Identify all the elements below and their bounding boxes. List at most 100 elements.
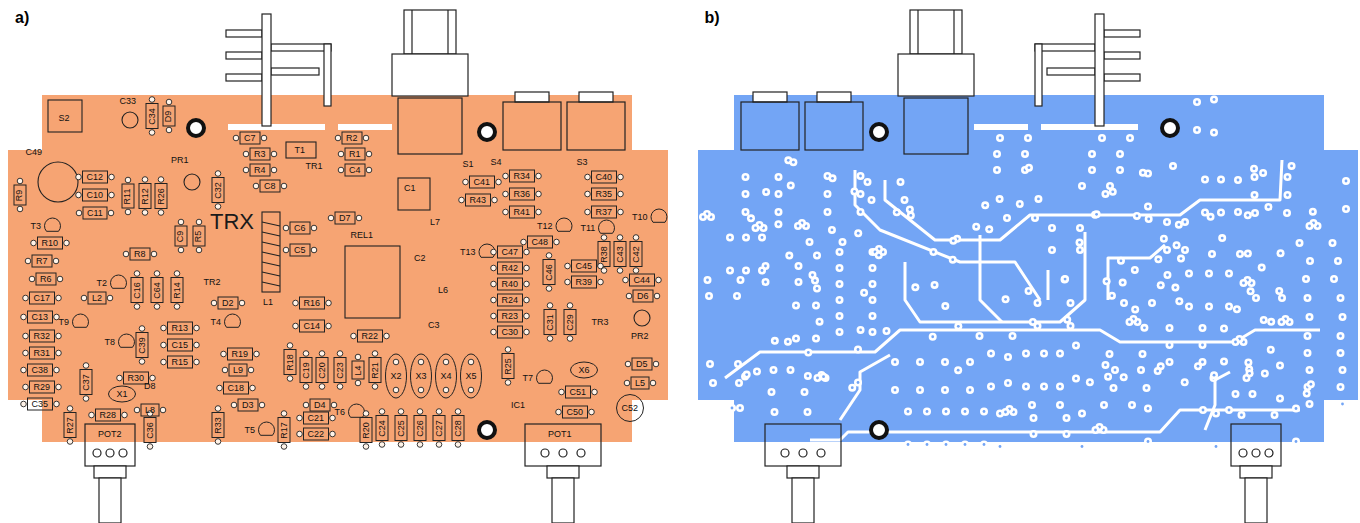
solder-pad (287, 343, 293, 349)
solder-pad (1063, 316, 1071, 324)
part-label: C17 (34, 294, 51, 303)
pad-ring (1078, 182, 1086, 190)
pad-ring (1233, 305, 1241, 313)
pad-hole (777, 176, 780, 179)
pad-hole (1308, 369, 1311, 372)
pad-ring (1218, 234, 1226, 242)
solder-pad (1166, 324, 1174, 332)
part-label: L6 (438, 286, 448, 295)
component-outline (376, 416, 388, 441)
solder-pad (996, 443, 1004, 451)
pad-ring (1092, 426, 1100, 434)
pad-ring (1166, 358, 1174, 366)
solder-pad (122, 412, 128, 418)
solder-pad (1175, 297, 1183, 305)
pad-ring (762, 188, 770, 196)
solder-pad (174, 304, 180, 310)
pad-ring (1106, 350, 1114, 358)
component-outline (310, 399, 330, 411)
solder-pad (418, 359, 424, 365)
pad-hole (1066, 318, 1069, 321)
pad-ring (1199, 406, 1207, 414)
solder-pad (813, 285, 821, 293)
pad-hole (964, 410, 967, 413)
part-label: C23 (335, 362, 344, 379)
pad-hole (1253, 194, 1256, 197)
part-label: R25 (503, 358, 512, 375)
solder-pad (850, 187, 858, 195)
pad-ring (966, 358, 974, 366)
component-outline (510, 206, 535, 218)
pad-ring (828, 226, 836, 234)
pad-ring (736, 404, 744, 412)
solder-pad (804, 349, 812, 357)
component-outline (218, 297, 238, 309)
pad-ring (854, 346, 862, 354)
solder-pad (1296, 239, 1304, 247)
pad-ring (1022, 383, 1030, 391)
solder-pad (1276, 362, 1284, 370)
pad-ring (1277, 249, 1285, 257)
pad-hole (894, 361, 897, 364)
pad-ring (1063, 316, 1071, 324)
component-outlines (14, 104, 667, 443)
solder-pad (1302, 275, 1310, 283)
solder-pad (283, 247, 289, 253)
pad-hole (1213, 131, 1216, 134)
part-label: C46 (544, 264, 553, 281)
solder-pad (949, 256, 957, 264)
part-label: C24 (377, 420, 386, 437)
pad-ring (1063, 430, 1071, 438)
component-outline (30, 381, 55, 393)
solder-pad (303, 351, 309, 357)
pad-ring (1251, 209, 1259, 217)
solder-pad (491, 249, 497, 255)
pad-hole (1119, 153, 1122, 156)
solder-pad (784, 338, 792, 346)
component-outline (250, 164, 270, 176)
solder-pad (161, 342, 167, 348)
solder-pad (29, 276, 35, 282)
part-label: TR2 (204, 278, 221, 287)
solder-pad (882, 327, 890, 335)
pad-ring (1171, 284, 1179, 292)
pad-ring (1131, 266, 1139, 274)
solder-pad (215, 171, 221, 177)
pad-ring (771, 337, 779, 345)
component-outline (171, 278, 183, 303)
solder-pad (1199, 406, 1207, 414)
solder-pad (417, 442, 423, 448)
component-outline (28, 398, 53, 410)
pad-ring (1076, 246, 1084, 254)
pad-ring (775, 208, 783, 216)
part-label: R20 (361, 422, 370, 439)
solder-pad (1117, 257, 1125, 265)
solder-pad (942, 408, 950, 416)
pad-ring (1205, 303, 1213, 311)
part-label: C3 (428, 321, 440, 330)
pad-hole (1168, 361, 1171, 364)
pad-hole (957, 325, 960, 328)
pad-ring (1264, 203, 1272, 211)
pad-ring (804, 372, 812, 380)
transistor-outline (537, 370, 553, 383)
part-label: S1 (463, 160, 474, 169)
component-outline (193, 226, 205, 246)
pad-ring (1185, 270, 1193, 278)
part-label: C27 (434, 420, 443, 437)
pad-ring (795, 262, 803, 270)
part-label: C28 (453, 420, 462, 437)
solder-pad (1193, 126, 1201, 134)
solder-pad (1181, 378, 1189, 386)
pad-ring (1259, 169, 1267, 177)
solder-pad (1337, 383, 1345, 391)
solder-pad (1199, 341, 1207, 349)
solder-pad (1278, 318, 1286, 326)
solder-pad (366, 167, 372, 173)
electrolytic-capacitor (38, 162, 78, 202)
solder-pad (792, 335, 800, 343)
silkscreen-static (38, 100, 650, 326)
pad-hole (1345, 208, 1348, 211)
solder-pad (868, 196, 876, 204)
solder-pad (253, 183, 259, 189)
